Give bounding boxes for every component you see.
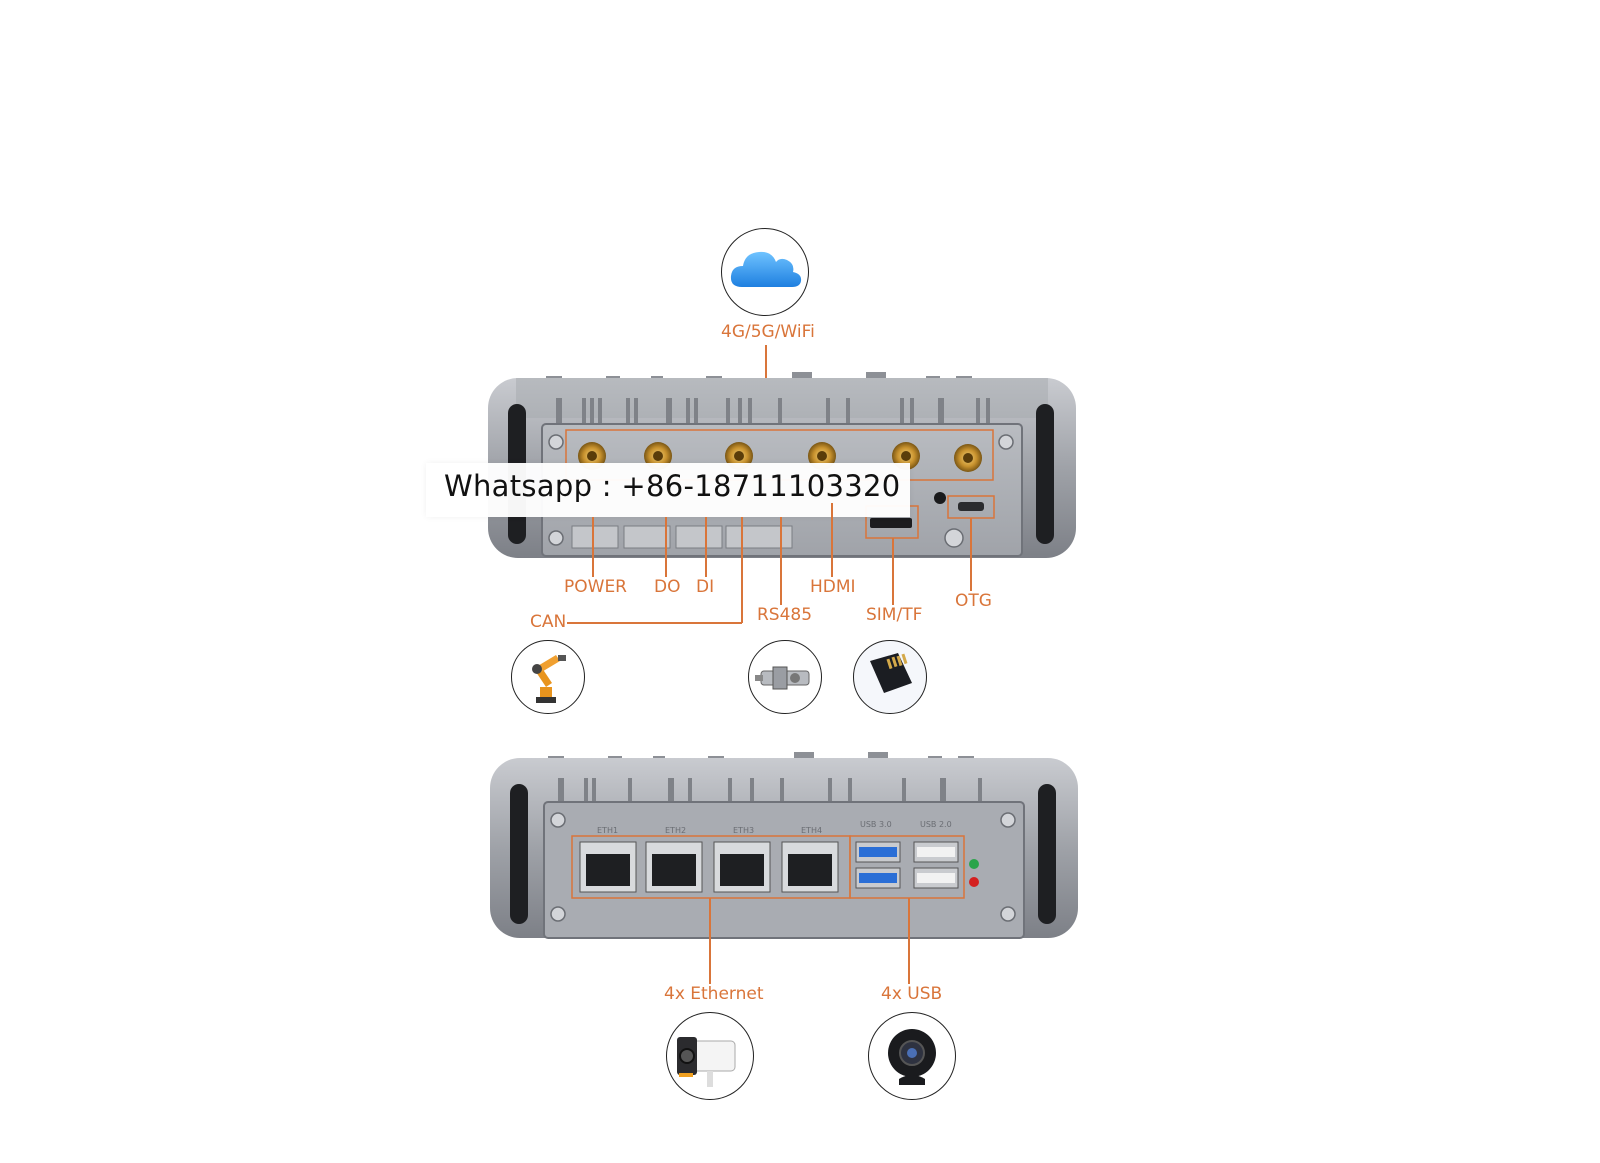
eth3-label: ETH3	[733, 826, 755, 835]
do-leader-line	[665, 517, 667, 577]
bullet-camera-icon	[666, 1012, 754, 1100]
wireless-label: 4G/5G/WiFi	[721, 322, 815, 342]
can-leader-vertical	[741, 517, 743, 623]
ethernet-leader-line	[709, 898, 711, 984]
usb2-label: USB 2.0	[920, 820, 952, 829]
can-leader-horizontal	[567, 622, 742, 624]
rs485-leader-line	[780, 517, 782, 605]
power-leader-line	[592, 517, 594, 577]
sim-tf-label: SIM/TF	[866, 605, 923, 625]
otg-label: OTG	[955, 591, 992, 611]
eth2-label: ETH2	[665, 826, 687, 835]
eth1-label: ETH1	[597, 826, 619, 835]
can-label: CAN	[530, 612, 567, 632]
usb3-label: USB 3.0	[860, 820, 892, 829]
power-label: POWER	[564, 577, 627, 597]
robot-arm-icon	[511, 640, 585, 714]
bottom-device-front-panel	[490, 752, 1078, 939]
ethernet-label: 4x Ethernet	[664, 984, 764, 1004]
usb-leader-line	[908, 898, 910, 984]
usb-label: 4x USB	[881, 984, 943, 1004]
rs485-label: RS485	[757, 605, 813, 625]
hdmi-label: HDMI	[810, 577, 856, 597]
cloud-icon	[721, 228, 809, 316]
do-label: DO	[654, 577, 681, 597]
di-leader-line	[705, 517, 707, 577]
whatsapp-text: Whatsapp : +86-18711103320	[444, 469, 901, 503]
sd-card-icon	[853, 640, 927, 714]
eth-port-labels: ETH1 ETH2 ETH3 ETH4	[597, 826, 857, 838]
whatsapp-watermark: Whatsapp : +86-18711103320	[426, 463, 910, 517]
webcam-icon	[868, 1012, 956, 1100]
usb-port-labels: USB 3.0 USB 2.0	[860, 820, 980, 832]
sim-tf-leader-line	[892, 538, 894, 605]
eth4-label: ETH4	[801, 826, 823, 835]
di-label: DI	[696, 577, 715, 597]
sensor-connector-icon	[748, 640, 822, 714]
otg-leader-line	[970, 518, 972, 591]
hdmi-leader-line	[831, 503, 833, 577]
